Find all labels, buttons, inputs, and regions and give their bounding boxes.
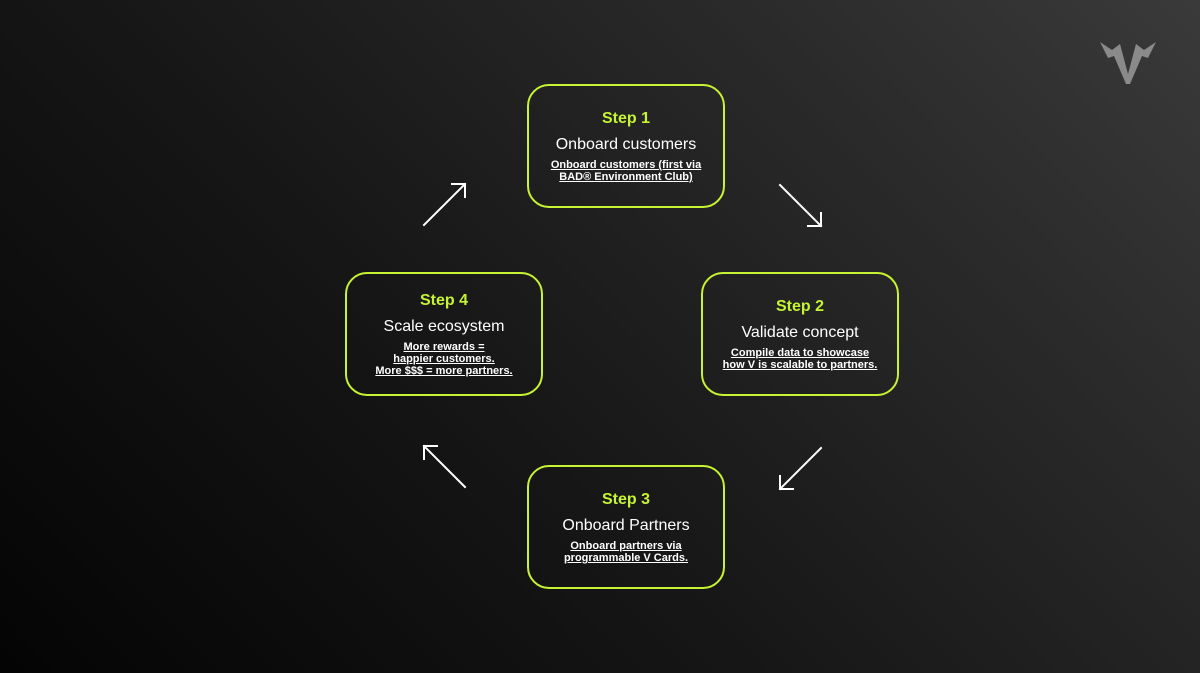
step-number: Step 4 <box>419 292 468 309</box>
step-description-line: Compile data to showcase <box>730 347 870 359</box>
step-number: Step 1 <box>601 110 650 127</box>
step-description-line: Onboard partners via <box>570 540 682 552</box>
step-description-line: happier customers. <box>393 353 495 365</box>
step-description-line: how V is scalable to partners. <box>722 359 878 371</box>
step-description: Compile data to showcase how V is scalab… <box>715 347 885 371</box>
step-number: Step 3 <box>601 491 650 508</box>
step-description: More rewards = happier customers. More $… <box>359 341 529 377</box>
v-logo-icon <box>1100 42 1156 84</box>
step-description-line: More rewards = <box>403 341 485 353</box>
arrow-up-left-icon <box>422 444 467 489</box>
arrow-down-right-icon <box>778 183 823 228</box>
arrow-up-right-icon <box>422 182 467 227</box>
step-card-3: Step 3 Onboard Partners Onboard partners… <box>527 465 725 589</box>
step-description-line: More $$$ = more partners. <box>375 365 513 377</box>
step-title: Scale ecosystem <box>383 318 505 335</box>
step-description-line: BAD® Environment Club) <box>559 171 693 183</box>
step-description-line: programmable V Cards. <box>563 552 689 564</box>
step-description: Onboard customers (first via BAD® Enviro… <box>541 159 711 183</box>
step-title: Onboard customers <box>555 136 697 153</box>
step-title: Onboard Partners <box>562 517 690 534</box>
step-description: Onboard partners via programmable V Card… <box>541 540 711 564</box>
step-card-2: Step 2 Validate concept Compile data to … <box>701 272 899 396</box>
step-number: Step 2 <box>775 298 824 315</box>
step-title: Validate concept <box>741 324 859 341</box>
step-card-1: Step 1 Onboard customers Onboard custome… <box>527 84 725 208</box>
step-description-line: Onboard customers (first via <box>550 159 702 171</box>
arrow-down-left-icon <box>778 446 823 491</box>
step-card-4: Step 4 Scale ecosystem More rewards = ha… <box>345 272 543 396</box>
